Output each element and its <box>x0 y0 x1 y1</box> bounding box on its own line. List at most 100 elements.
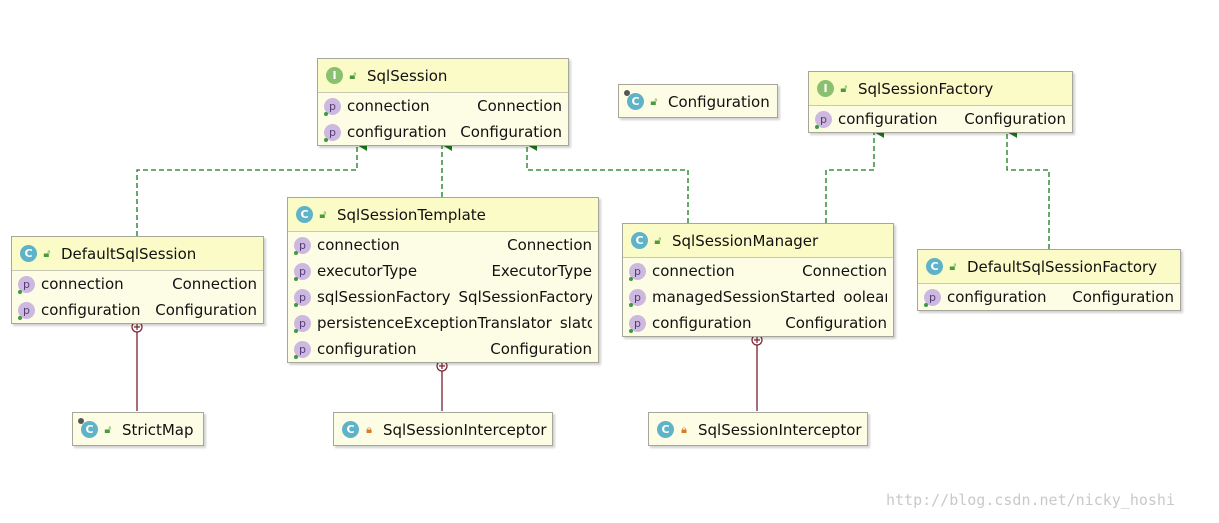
field-type: oolean <box>843 288 887 306</box>
node-title: SqlSession <box>367 66 448 85</box>
class-icon: C <box>624 90 644 110</box>
node-title: DefaultSqlSession <box>61 244 197 263</box>
node-header: C 🔓︎ DefaultSqlSessionFactory <box>918 250 1180 284</box>
node-title: StrictMap <box>122 420 194 439</box>
node-header: C 🔓︎ SqlSessionTemplate <box>288 198 598 232</box>
field-type: Configuration <box>155 301 257 319</box>
public-visibility-icon: 🔓︎ <box>654 233 662 247</box>
edge-implements-defaultsqlsessionfactory-sqlsessionfactory <box>1006 126 1050 249</box>
interface-icon: I <box>817 80 834 97</box>
public-visibility-icon: 🔓︎ <box>840 81 848 95</box>
property-icon: p <box>18 275 35 294</box>
node-header: C 🔒︎ SqlSessionInterceptor <box>649 413 867 446</box>
property-icon: p <box>924 288 941 307</box>
node-sqlsessionmanager[interactable]: C 🔓︎ SqlSessionManager p connection Conn… <box>622 223 894 337</box>
field-row: p configuration Configuration <box>12 297 263 323</box>
public-visibility-icon: 🔓︎ <box>650 94 658 108</box>
field-type: Connection <box>477 97 562 115</box>
field-row: p configuration Configuration <box>918 284 1180 310</box>
node-header: I 🔓︎ SqlSession <box>318 59 568 93</box>
node-title: SqlSessionFactory <box>858 79 994 98</box>
field-row: p persistenceExceptionTranslator slator <box>288 310 598 336</box>
node-configuration[interactable]: C 🔓︎ Configuration <box>618 84 778 118</box>
property-icon: p <box>294 262 311 281</box>
node-title: SqlSessionInterceptor <box>698 420 862 439</box>
property-icon: p <box>324 97 341 116</box>
public-visibility-icon: 🔓︎ <box>104 422 112 436</box>
edge-implements-sqlsessionmanager-sqlsession <box>526 139 689 223</box>
edge-implements-defaultsqlsession-sqlsession <box>136 139 367 236</box>
field-row: p executorType ExecutorType <box>288 258 598 284</box>
node-sqlsession[interactable]: I 🔓︎ SqlSession p connection Connection … <box>317 58 569 146</box>
field-type: Configuration <box>490 340 592 358</box>
field-type: slator <box>559 314 592 332</box>
node-title: SqlSessionManager <box>672 231 819 250</box>
field-type: SqlSessionFactory <box>458 288 592 306</box>
property-icon: p <box>294 236 311 255</box>
field-type: Connection <box>802 262 887 280</box>
node-header: C 🔓︎ StrictMap <box>73 413 203 446</box>
field-row: p configuration Configuration <box>318 119 568 145</box>
node-strictmap[interactable]: C 🔓︎ StrictMap <box>72 412 204 446</box>
property-icon: p <box>815 110 832 129</box>
class-icon: C <box>296 206 313 223</box>
private-lock-icon: 🔒︎ <box>681 422 687 436</box>
node-header: C 🔓︎ Configuration <box>619 85 777 118</box>
field-type: Configuration <box>460 123 562 141</box>
class-icon: C <box>20 245 37 262</box>
field-name: configuration <box>838 110 938 128</box>
property-icon: p <box>18 301 35 320</box>
class-icon: C <box>657 421 674 438</box>
watermark-url: http://blog.csdn.net/nicky_hoshi <box>886 491 1175 509</box>
field-name: connection <box>317 236 400 254</box>
node-interceptor-manager[interactable]: C 🔒︎ SqlSessionInterceptor <box>648 412 868 446</box>
field-type: ExecutorType <box>491 262 592 280</box>
node-defaultsqlsessionfactory[interactable]: C 🔓︎ DefaultSqlSessionFactory p configur… <box>917 249 1181 311</box>
node-header: C 🔒︎ SqlSessionInterceptor <box>334 413 552 446</box>
field-name: configuration <box>41 301 141 319</box>
public-visibility-icon: 🔓︎ <box>319 207 327 221</box>
field-name: configuration <box>652 314 752 332</box>
edge-implements-sqlsessionmanager-sqlsessionfactory <box>825 126 884 223</box>
node-defaultsqlsession[interactable]: C 🔓︎ DefaultSqlSession p connection Conn… <box>11 236 264 324</box>
class-icon: C <box>926 258 943 275</box>
property-icon: p <box>629 288 646 307</box>
node-header: I 🔓︎ SqlSessionFactory <box>809 72 1072 106</box>
field-name: persistenceExceptionTranslator <box>317 314 552 332</box>
private-lock-icon: 🔒︎ <box>366 422 372 436</box>
field-row: p connection Connection <box>288 232 598 258</box>
field-type: Connection <box>507 236 592 254</box>
field-name: connection <box>41 275 124 293</box>
class-icon: C <box>342 421 359 438</box>
node-sqlsessionfactory[interactable]: I 🔓︎ SqlSessionFactory p configuration C… <box>808 71 1073 133</box>
field-name: configuration <box>947 288 1047 306</box>
property-icon: p <box>294 314 311 333</box>
property-icon: p <box>324 123 341 142</box>
field-name: connection <box>652 262 735 280</box>
field-row: p connection Connection <box>318 93 568 119</box>
property-icon: p <box>294 288 311 307</box>
field-row: p configuration Configuration <box>809 106 1072 132</box>
node-sqlsessiontemplate[interactable]: C 🔓︎ SqlSessionTemplate p connection Con… <box>287 197 599 363</box>
property-icon: p <box>629 262 646 281</box>
field-type: Connection <box>172 275 257 293</box>
node-title: Configuration <box>668 92 770 111</box>
class-icon: C <box>78 418 98 438</box>
field-row: p connection Connection <box>623 258 893 284</box>
field-name: configuration <box>347 123 447 141</box>
field-type: Configuration <box>785 314 887 332</box>
field-name: managedSessionStarted <box>652 288 836 306</box>
class-icon: C <box>631 232 648 249</box>
field-row: p sqlSessionFactory SqlSessionFactory <box>288 284 598 310</box>
field-name: configuration <box>317 340 417 358</box>
property-icon: p <box>629 314 646 333</box>
node-title: SqlSessionInterceptor <box>383 420 547 439</box>
node-header: C 🔓︎ DefaultSqlSession <box>12 237 263 271</box>
field-row: p configuration Configuration <box>623 310 893 336</box>
field-name: connection <box>347 97 430 115</box>
property-icon: p <box>294 340 311 359</box>
interface-icon: I <box>326 67 343 84</box>
public-visibility-icon: 🔓︎ <box>949 259 957 273</box>
inner-marker-sqlsessionmanager <box>751 334 763 346</box>
node-interceptor-template[interactable]: C 🔒︎ SqlSessionInterceptor <box>333 412 553 446</box>
